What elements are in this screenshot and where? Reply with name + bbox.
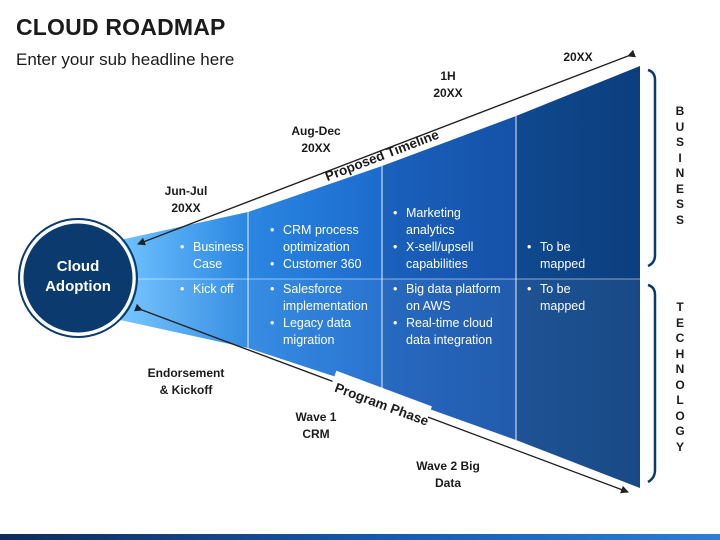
side-label-letter: S: [675, 212, 684, 227]
side-label-letter: N: [675, 166, 685, 180]
list-item: Business Case: [178, 239, 248, 273]
technology-cell-3: Big data platform on AWS Real-time cloud…: [391, 281, 511, 349]
side-label-letter: O: [675, 377, 685, 392]
business-cell-4: To be mapped: [525, 239, 605, 273]
list-item: To be mapped: [525, 239, 605, 273]
side-label-letter: E: [675, 181, 684, 196]
business-cell-2: CRM process optimization Customer 360: [268, 222, 380, 273]
side-label-letter: O: [675, 408, 685, 423]
list-item: Legacy data migration: [268, 315, 380, 349]
timeline-period-4: 20XX: [563, 50, 593, 64]
technology-brace: [647, 283, 657, 484]
side-label-letter: B: [675, 104, 685, 118]
side-label-letter: S: [675, 197, 684, 211]
technology-cell-2: Salesforce implementation Legacy data mi…: [268, 281, 380, 349]
list-item: X-sell/upsell capabilities: [391, 239, 509, 273]
phase-item-1: Endorsement& Kickoff: [147, 366, 225, 397]
side-label-letter: T: [676, 300, 684, 314]
list-item: Big data platform on AWS: [391, 281, 511, 315]
side-label-letter: S: [675, 135, 684, 149]
side-label-letter: E: [675, 315, 684, 330]
list-item: CRM process optimization: [268, 222, 380, 256]
side-label-letter: C: [675, 331, 685, 345]
list-item: Salesforce implementation: [268, 281, 380, 315]
list-item: To be mapped: [525, 281, 605, 315]
technology-cell-4: To be mapped: [525, 281, 605, 315]
side-label-letter: L: [676, 393, 684, 407]
side-label-letter: I: [678, 150, 682, 165]
timeline-arrow: [137, 49, 636, 246]
bottom-accent-bar: [0, 534, 720, 540]
side-label-letter: U: [675, 119, 685, 134]
side-label-letter: N: [675, 362, 685, 376]
business-cell-1: Business Case: [178, 239, 248, 273]
side-label-letter: Y: [675, 439, 684, 454]
center-label: Cloud Adoption: [45, 258, 111, 295]
list-item: Kick off: [178, 281, 240, 298]
business-brace: [647, 68, 657, 268]
side-label-letter: G: [675, 424, 685, 438]
cloud-adoption-circle: [20, 220, 136, 336]
side-label-letter: H: [675, 346, 685, 361]
page-title: CLOUD ROADMAP: [16, 14, 226, 40]
business-cell-3: Marketing analytics X-sell/upsell capabi…: [391, 205, 509, 273]
list-item: Marketing analytics: [391, 205, 509, 239]
list-item: Real-time cloud data integration: [391, 315, 511, 349]
technology-cell-1: Kick off: [178, 281, 240, 298]
list-item: Customer 360: [268, 256, 380, 273]
